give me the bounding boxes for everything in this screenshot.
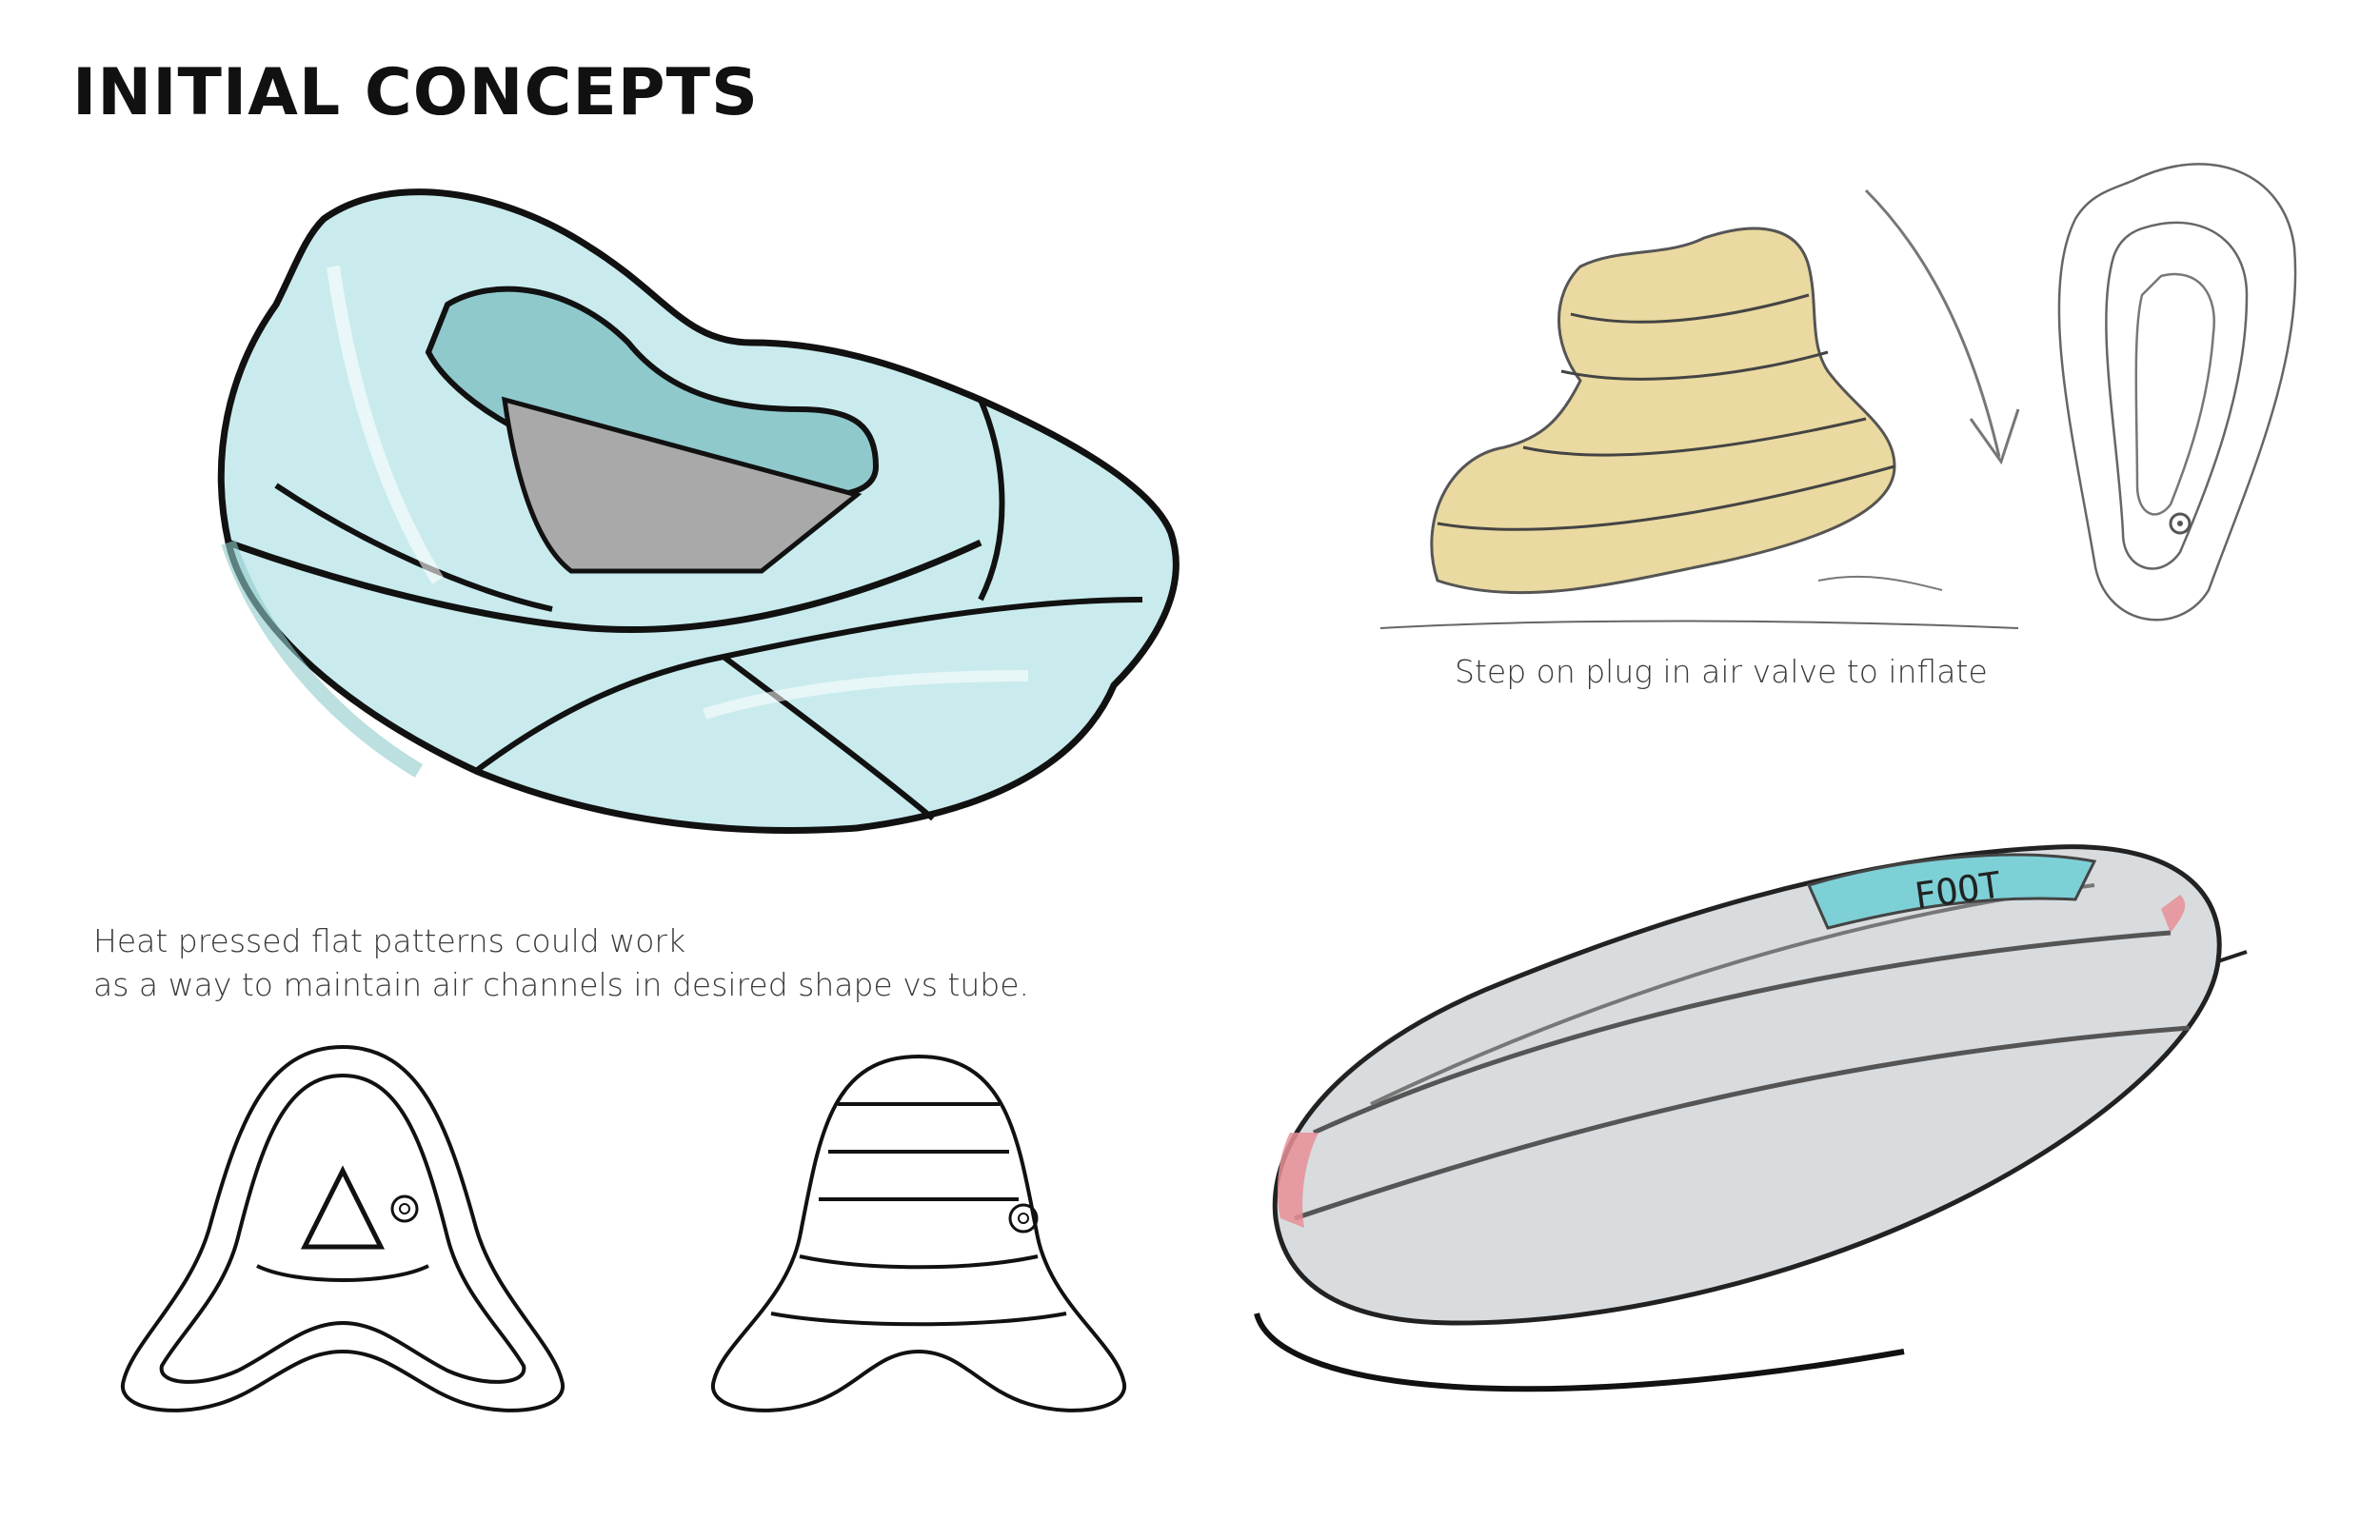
valve-caption: Step on plug in air valve to inflate <box>1455 653 1988 690</box>
mint-wrap-slipper-sketch <box>217 188 1180 834</box>
valve-arrow-and-topview-sketch <box>1864 163 2297 622</box>
inflatable-shoe-sketch <box>1379 227 2019 629</box>
heat-caption-line-2: as a way to maintain air channels in des… <box>93 966 1030 1003</box>
grey-tube-mockup-sketch: FOOT <box>1254 844 2248 1392</box>
flat-pattern-b-sketch <box>710 1054 1127 1412</box>
heat-pressed-caption: Heat pressed flat patterns could work as… <box>93 919 1029 1007</box>
heat-caption-line-1: Heat pressed flat patterns could work <box>93 922 686 959</box>
flat-pattern-a-sketch <box>120 1044 565 1412</box>
page-title: INITIAL CONCEPTS <box>72 55 760 130</box>
